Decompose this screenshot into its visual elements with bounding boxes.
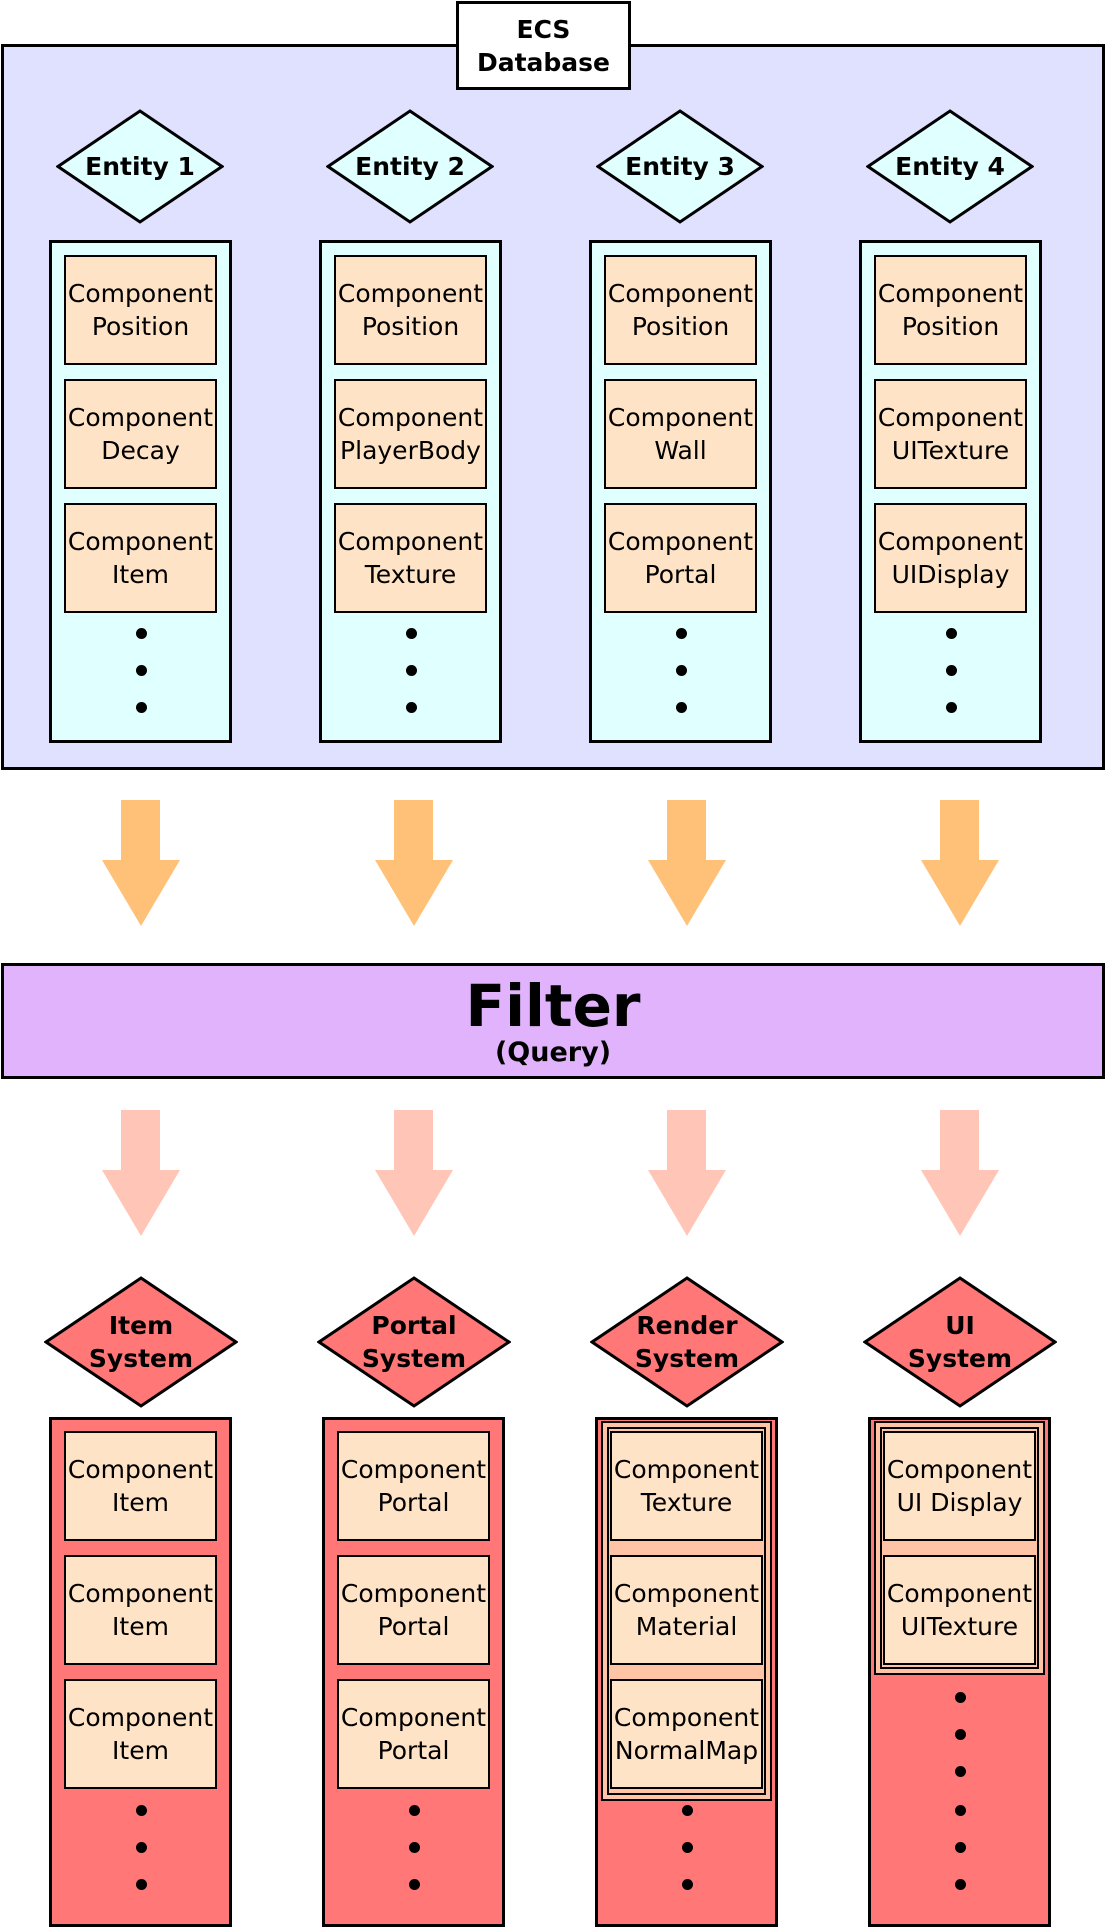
down-arrow-icon — [102, 800, 180, 926]
ellipsis-dot — [136, 1805, 147, 1816]
ellipsis-dot — [136, 1879, 147, 1890]
ellipsis-dot — [682, 1842, 693, 1853]
ecs-database-label: ECS Database — [456, 1, 631, 90]
entity-2-diamond: Entity 2 — [326, 109, 494, 224]
down-arrow-icon — [648, 1110, 726, 1236]
ellipsis-dot — [682, 1879, 693, 1890]
ellipsis-dot — [676, 702, 687, 713]
ellipsis-dot — [409, 1879, 420, 1890]
filter-query-bar: Filter (Query) — [1, 963, 1105, 1079]
ellipsis-dot — [946, 665, 957, 676]
ellipsis-dot — [136, 628, 147, 639]
down-arrow-icon — [921, 1110, 999, 1236]
entity-4-diamond: Entity 4 — [866, 109, 1034, 224]
down-arrow-icon — [375, 1110, 453, 1236]
ellipsis-dot — [676, 665, 687, 676]
down-arrow-icon — [921, 800, 999, 926]
ellipsis-dot — [406, 702, 417, 713]
entity-1-diamond: Entity 1 — [56, 109, 224, 224]
ellipsis-dot — [136, 702, 147, 713]
ellipsis-dot — [955, 1805, 966, 1816]
ellipsis-dot — [955, 1692, 966, 1703]
filter-title: Filter — [465, 972, 641, 1040]
ellipsis-dot — [955, 1879, 966, 1890]
ellipsis-dot — [955, 1729, 966, 1740]
ellipsis-dot — [676, 628, 687, 639]
down-arrow-icon — [102, 1110, 180, 1236]
ellipsis-dot — [409, 1842, 420, 1853]
filter-subtitle: (Query) — [494, 1037, 612, 1068]
ellipsis-dot — [136, 1842, 147, 1853]
ellipsis-dot — [682, 1805, 693, 1816]
ellipsis-dot — [409, 1805, 420, 1816]
ellipsis-dot — [406, 628, 417, 639]
ellipsis-dot — [955, 1842, 966, 1853]
ellipsis-dot — [406, 665, 417, 676]
down-arrow-icon — [648, 800, 726, 926]
ellipsis-dot — [955, 1766, 966, 1777]
ellipsis-dot — [946, 628, 957, 639]
entity-3-diamond: Entity 3 — [596, 109, 764, 224]
ellipsis-dot — [136, 665, 147, 676]
ellipsis-dot — [946, 702, 957, 713]
down-arrow-icon — [375, 800, 453, 926]
